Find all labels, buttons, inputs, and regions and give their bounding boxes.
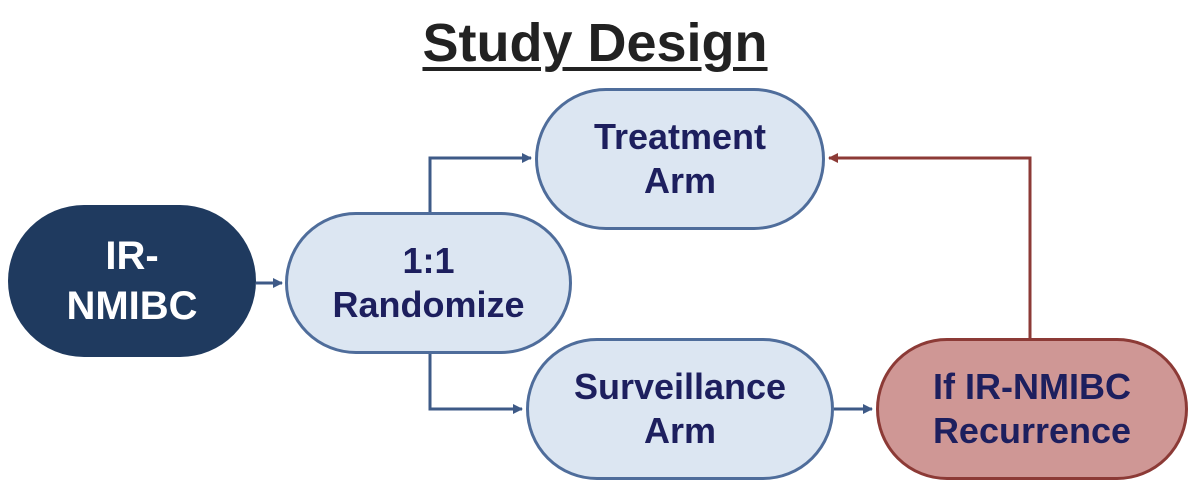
arrow-randomize-to-surveillance: [428, 354, 523, 414]
node-ir-nmibc-line-2: NMIBC: [66, 284, 198, 328]
node-ir-nmibc: IR- NMIBC: [8, 205, 256, 357]
node-treatment-line-2: Arm: [643, 160, 717, 201]
node-treatment-line-1: Treatment: [593, 116, 767, 157]
page-title: Study Design: [422, 13, 768, 73]
node-randomize: 1:1 Randomize: [285, 212, 572, 354]
node-ir-nmibc-line-1: IR-: [105, 234, 159, 278]
arrow-recurrence-to-treatment: [828, 153, 1032, 338]
node-surveillance-line-2: Arm: [643, 410, 717, 451]
node-recurrence-line-1: If IR-NMIBC: [933, 366, 1131, 407]
node-recurrence-line-2: Recurrence: [932, 410, 1132, 451]
node-surveillance-arm: Surveillance Arm: [526, 338, 834, 480]
node-randomize-line-1: 1:1: [402, 240, 455, 281]
node-surveillance-line-1: Surveillance: [573, 366, 787, 407]
node-randomize-line-2: Randomize: [332, 284, 525, 325]
node-treatment-arm: Treatment Arm: [535, 88, 825, 230]
node-recurrence: If IR-NMIBC Recurrence: [876, 338, 1188, 480]
arrow-randomize-to-treatment: [428, 153, 532, 212]
